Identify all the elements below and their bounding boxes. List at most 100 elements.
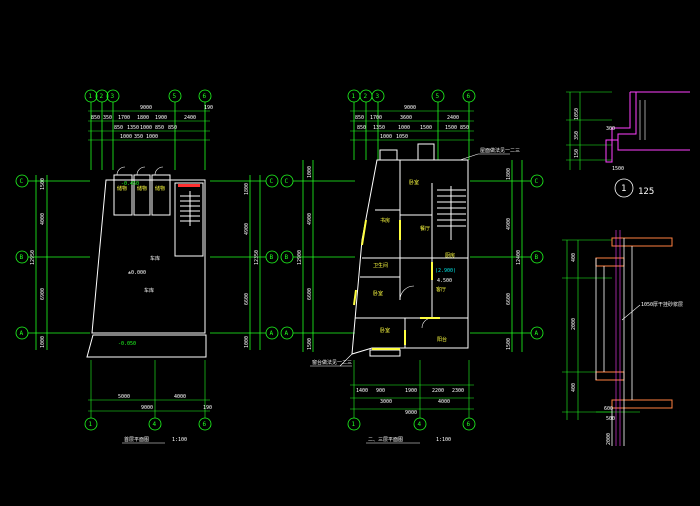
plan-right-top-axes xyxy=(347,89,476,160)
dim-text: 6600 xyxy=(506,293,512,305)
level-label: (2.900) xyxy=(435,268,456,274)
dim-text: 12400 xyxy=(516,250,522,265)
plan-right: 1 2 3 5 6 9000 850 1700 3600 2400 850 13… xyxy=(280,89,544,444)
plan-left-bottom-dims xyxy=(84,360,212,431)
detail-callout-number: 1 xyxy=(621,184,626,194)
dim-text: 1000 xyxy=(307,166,313,178)
dim-text: 1500 xyxy=(612,166,624,172)
dim-text: 850 xyxy=(357,125,366,131)
axis-label: C xyxy=(20,178,24,185)
axis-label: C xyxy=(285,178,289,185)
dim-text: 4900 xyxy=(506,218,512,230)
axis-label: 6 xyxy=(467,421,471,428)
dim-text: 850 xyxy=(168,125,177,131)
dim-text: 1350 xyxy=(127,125,139,131)
detail-callout-circle xyxy=(614,178,634,198)
axis-label: 2 xyxy=(100,93,104,100)
detail-callout-scale: 125 xyxy=(638,187,654,197)
dim-text: 9000 xyxy=(405,410,417,416)
dim-text: 300 xyxy=(606,126,615,132)
dim-text: 9000 xyxy=(140,105,152,111)
dim-text: 3600 xyxy=(400,115,412,121)
dim-text: 900 xyxy=(376,388,385,394)
dim-text: 4000 xyxy=(174,394,186,400)
dim-text: 850 xyxy=(355,115,364,121)
dim-text: 1000 xyxy=(120,134,132,140)
dim-text: 350 xyxy=(574,131,580,140)
dim-text: 2400 xyxy=(447,115,459,121)
dim-text: 1500 xyxy=(420,125,432,131)
dim-text: 1500 xyxy=(445,125,457,131)
dim-text: 350 xyxy=(103,115,112,121)
room-label: 车库 xyxy=(150,255,160,262)
plan-left-top-axes xyxy=(84,89,212,170)
stair-rail xyxy=(178,184,200,187)
room-label: 阳台 xyxy=(437,336,447,343)
plan-left-side-axes xyxy=(15,174,279,350)
axis-label: 1 xyxy=(89,421,93,428)
axis-label: B xyxy=(20,254,24,261)
axis-label: C xyxy=(535,178,539,185)
dim-text: 1500 xyxy=(307,338,313,350)
dim-text: 1000 xyxy=(398,125,410,131)
callout-text: 窗台做法见一二三 xyxy=(312,359,352,366)
axis-label: 3 xyxy=(376,93,380,100)
room-label: 餐厅 xyxy=(420,225,430,232)
dim-text: 2000 xyxy=(606,433,612,445)
dim-text: 150 xyxy=(574,149,580,158)
dim-text: 4000 xyxy=(438,399,450,405)
axis-label: 5 xyxy=(436,93,440,100)
dim-text: 6900 xyxy=(40,288,46,300)
dim-text: 2200 xyxy=(432,388,444,394)
axis-label: 6 xyxy=(203,421,207,428)
axis-label: 1 xyxy=(352,421,356,428)
axis-label: 3 xyxy=(111,93,115,100)
dim-text: 12350 xyxy=(254,250,260,265)
dim-text: 6600 xyxy=(244,293,250,305)
dim-text: 1900 xyxy=(405,388,417,394)
drawing-title: 首层平面图 xyxy=(124,436,149,443)
drawing-scale: 1:100 xyxy=(436,437,451,443)
plan-right-bottom-dims xyxy=(347,360,476,431)
dim-text: 1700 xyxy=(118,115,130,121)
dim-text: 1900 xyxy=(155,115,167,121)
dim-text: 850 xyxy=(460,125,469,131)
dim-text: 4000 xyxy=(40,213,46,225)
axis-label: 1 xyxy=(352,93,356,100)
level-label: -0.450 xyxy=(121,181,139,187)
axis-label: A xyxy=(285,330,289,337)
axis-label: 2 xyxy=(364,93,368,100)
dim-text: 400 xyxy=(571,253,577,262)
dim-text: 190 xyxy=(203,405,212,411)
room-label: 储物 xyxy=(155,185,165,192)
detail-bottom: 1050厚干挂砂浆层 400 2000 400 600 500 2000 xyxy=(562,230,683,446)
dim-text: 850 xyxy=(114,125,123,131)
plan-left-walls xyxy=(86,166,207,358)
dim-text: 1800 xyxy=(137,115,149,121)
axis-label: 6 xyxy=(467,93,471,100)
axis-label: 4 xyxy=(153,421,157,428)
axis-label: A xyxy=(20,330,24,337)
dim-text: 9000 xyxy=(404,105,416,111)
dim-text: 1000 xyxy=(244,336,250,348)
room-label: 厨房 xyxy=(445,252,455,259)
dim-text: 2300 xyxy=(452,388,464,394)
axis-label: 5 xyxy=(173,93,177,100)
dim-text: 190 xyxy=(204,105,213,111)
plan-left: 1 2 3 5 6 9000 190 850 350 1700 1800 190… xyxy=(15,89,279,444)
room-label: 车库 xyxy=(144,287,154,294)
room-label: 卧室 xyxy=(409,179,419,186)
dim-text: 600 xyxy=(604,406,613,412)
dim-text: 2000 xyxy=(571,318,577,330)
dim-text: 3000 xyxy=(380,399,392,405)
dim-text: 12950 xyxy=(30,250,36,265)
dim-text: 5000 xyxy=(118,394,130,400)
level-label: -0.050 xyxy=(118,341,136,347)
dim-text: 850 xyxy=(155,125,164,131)
plan-right-windows xyxy=(353,219,440,350)
dim-text: 1350 xyxy=(373,125,385,131)
axis-label: B xyxy=(535,254,539,261)
callout-text: 屋面做法见一二三 xyxy=(480,147,520,154)
dim-text: 4900 xyxy=(307,213,313,225)
note-leader xyxy=(621,304,641,321)
